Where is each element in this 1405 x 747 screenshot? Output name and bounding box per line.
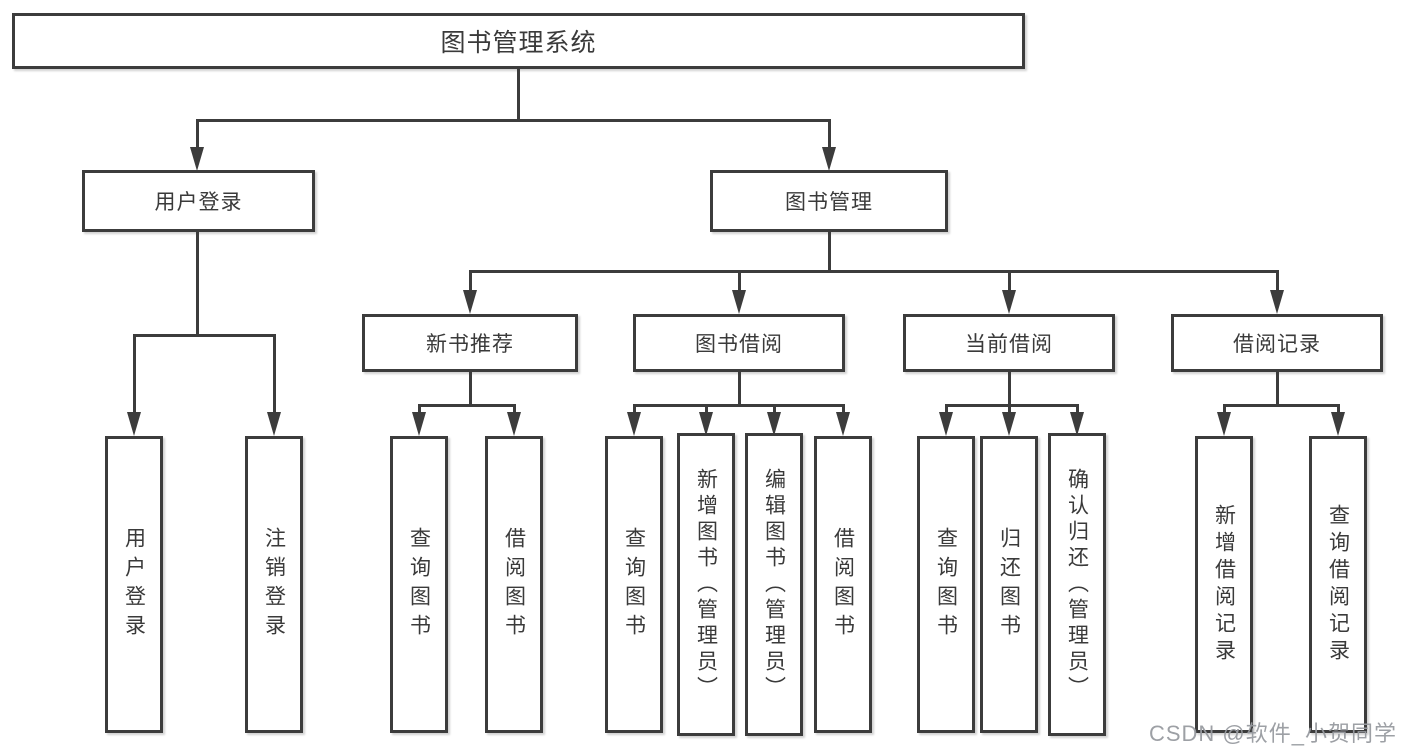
edge-book-borrowing-rail: [633, 404, 845, 407]
edge-drop-rec-query: [418, 404, 421, 414]
leaf-logout-label: 注销登录: [262, 526, 286, 643]
arrowhead-current-borrowing: [1002, 290, 1016, 314]
arrowhead-bb-edit: [767, 412, 781, 436]
leaf-bb-query-books-label: 查询图书: [622, 526, 646, 643]
node-current-borrowing-label: 当前借阅: [965, 333, 1053, 356]
edge-drop-cb-confirm: [1076, 404, 1079, 414]
leaf-br-query-record-label: 查询借阅记录: [1326, 503, 1350, 666]
edge-drop-rec-borrow: [513, 404, 516, 414]
leaf-bb-edit-books-admin: 编辑图书（管理员）: [745, 433, 803, 736]
arrowhead-book-borrowing: [732, 290, 746, 314]
edge-new-book-recommend-rail: [418, 404, 516, 407]
leaf-rec-query-books: 查询图书: [390, 436, 448, 733]
node-user-login: 用户登录: [82, 170, 315, 232]
arrowhead-borrowing-records: [1270, 290, 1284, 314]
leaf-cb-confirm-return-admin-label: 确认归还（管理员）: [1065, 467, 1089, 702]
arrowhead-new-book-recommend: [463, 290, 477, 314]
edge-drop-cb-query: [945, 404, 948, 414]
leaf-cb-return-books-label: 归还图书: [997, 526, 1021, 643]
leaf-br-add-record: 新增借阅记录: [1195, 436, 1253, 733]
leaf-rec-query-books-label: 查询图书: [407, 526, 431, 643]
leaf-bb-add-books-admin-label: 新增图书（管理员）: [694, 467, 718, 702]
leaf-cb-query-books: 查询图书: [917, 436, 975, 733]
leaf-rec-borrow-books-label: 借阅图书: [502, 526, 526, 643]
edge-drop-bb-query: [633, 404, 636, 414]
arrowhead-rec-query: [412, 412, 426, 436]
edge-drop-bb-edit: [773, 404, 776, 414]
leaf-cb-return-books: 归还图书: [980, 436, 1038, 733]
arrowhead-br-add: [1217, 412, 1231, 436]
arrowhead-br-query: [1331, 412, 1345, 436]
edge-drop-logout-leaf: [273, 334, 276, 412]
node-borrowing-records: 借阅记录: [1171, 314, 1383, 372]
arrowhead-cb-confirm: [1070, 412, 1084, 436]
edge-book-management-stem: [828, 232, 831, 272]
leaf-cb-query-books-label: 查询图书: [934, 526, 958, 643]
edge-user-login-rail: [133, 334, 276, 337]
leaf-logout: 注销登录: [245, 436, 303, 733]
edge-root-stem: [517, 69, 520, 121]
leaf-bb-query-books: 查询图书: [605, 436, 663, 733]
edge-drop-bb-borrow: [842, 404, 845, 414]
leaf-user-login-label: 用户登录: [122, 526, 146, 643]
edge-book-management-rail: [469, 270, 1279, 273]
edge-drop-bb-add: [705, 404, 708, 414]
edge-drop-br-add: [1223, 404, 1226, 414]
edge-drop-book-borrowing: [738, 270, 741, 290]
arrowhead-user-login: [190, 147, 204, 171]
arrowhead-bb-borrow: [836, 412, 850, 436]
leaf-bb-borrow-books: 借阅图书: [814, 436, 872, 733]
arrowhead-rec-borrow: [507, 412, 521, 436]
leaf-user-login: 用户登录: [105, 436, 163, 733]
arrowhead-cb-query: [939, 412, 953, 436]
node-new-book-recommend: 新书推荐: [362, 314, 578, 372]
leaf-cb-confirm-return-admin: 确认归还（管理员）: [1048, 433, 1106, 736]
leaf-rec-borrow-books: 借阅图书: [485, 436, 543, 733]
edge-new-book-recommend-stem: [469, 372, 472, 406]
edge-borrowing-records-rail: [1223, 404, 1340, 407]
arrowhead-cb-return: [1002, 412, 1016, 436]
leaf-bb-borrow-books-label: 借阅图书: [831, 526, 855, 643]
arrowhead-logout-leaf: [267, 412, 281, 436]
csdn-watermark: CSDN @软件_小贺同学: [1148, 721, 1397, 746]
edge-drop-login-leaf: [133, 334, 136, 412]
edge-drop-br-query: [1337, 404, 1340, 414]
leaf-br-add-record-label: 新增借阅记录: [1212, 503, 1236, 666]
edge-root-rail: [196, 119, 831, 122]
arrowhead-login-leaf: [127, 412, 141, 436]
arrowhead-bb-add: [699, 412, 713, 436]
leaf-br-query-record: 查询借阅记录: [1309, 436, 1367, 733]
node-book-management: 图书管理: [710, 170, 948, 232]
node-user-login-label: 用户登录: [154, 191, 243, 214]
node-book-borrowing: 图书借阅: [633, 314, 845, 372]
node-borrowing-records-label: 借阅记录: [1233, 333, 1321, 356]
node-current-borrowing: 当前借阅: [903, 314, 1115, 372]
edge-drop-cb-return: [1008, 404, 1011, 414]
arrowhead-book-management: [822, 147, 836, 171]
node-book-management-label: 图书管理: [785, 191, 873, 214]
edge-book-borrowing-stem: [738, 372, 741, 406]
edge-current-borrowing-stem: [1008, 372, 1011, 406]
leaf-bb-edit-books-admin-label: 编辑图书（管理员）: [762, 467, 786, 702]
edge-root-drop-user-login: [196, 119, 199, 147]
edge-drop-borrowing-records: [1276, 270, 1279, 290]
edge-drop-new-book-recommend: [469, 270, 472, 290]
edge-root-drop-book-management: [828, 119, 831, 147]
node-book-borrowing-label: 图书借阅: [695, 333, 783, 356]
node-book-management-system: 图书管理系统: [12, 13, 1025, 69]
arrowhead-bb-query: [627, 412, 641, 436]
node-new-book-recommend-label: 新书推荐: [426, 333, 514, 356]
edge-borrowing-records-stem: [1276, 372, 1279, 406]
node-book-management-system-label: 图书管理系统: [440, 29, 597, 57]
edge-user-login-stem: [196, 232, 199, 336]
edge-drop-current-borrowing: [1008, 270, 1011, 290]
leaf-bb-add-books-admin: 新增图书（管理员）: [677, 433, 735, 736]
edge-current-borrowing-rail: [945, 404, 1079, 407]
